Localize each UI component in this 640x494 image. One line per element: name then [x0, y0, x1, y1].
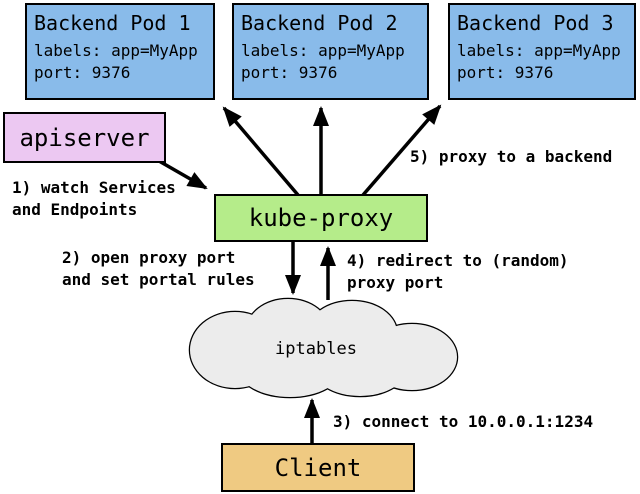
- arrow-kube-proxy-to-pod-3: [361, 104, 442, 197]
- kube-proxy-label: kube-proxy: [248, 204, 394, 232]
- iptables-label: iptables: [275, 339, 357, 359]
- arrow-apiserver-to-kube-proxy: [158, 159, 208, 190]
- apiserver-label: apiserver: [19, 123, 150, 152]
- cloud-lobe-fill: [238, 339, 342, 397]
- arrow-kube-proxy-to-pod-1: [222, 106, 300, 197]
- step-4-label: 4) redirect to (random) proxy port: [347, 250, 569, 294]
- backend-pod-3-title: Backend Pod 3: [457, 11, 614, 35]
- step-2-label: 2) open proxy port and set portal rules: [62, 247, 255, 291]
- kube-proxy-box: kube-proxy: [214, 194, 428, 242]
- cloud-lobe-fill: [312, 336, 408, 396]
- backend-pod-3-port: port: 9376: [457, 63, 554, 82]
- backend-pod-1-title: Backend Pod 1: [34, 11, 191, 35]
- step-5-label: 5) proxy to a backend: [410, 147, 613, 166]
- step-4-line-1: 4) redirect to (random): [347, 251, 569, 270]
- backend-pod-3-box: Backend Pod 3 labels: app=MyApp port: 93…: [448, 3, 636, 100]
- arrows: [158, 104, 442, 443]
- client-label: Client: [274, 453, 362, 482]
- step-2-line-2: and set portal rules: [62, 270, 255, 289]
- backend-pod-2-box: Backend Pod 2 labels: app=MyApp port: 93…: [232, 3, 429, 100]
- backend-pod-1-labels: labels: app=MyApp: [34, 41, 198, 60]
- backend-pod-2-port: port: 9376: [241, 63, 338, 82]
- backend-pod-2-title: Backend Pod 2: [241, 11, 398, 35]
- backend-pod-1-box: Backend Pod 1 labels: app=MyApp port: 93…: [25, 3, 215, 100]
- step-1-line-2: and Endpoints: [12, 200, 138, 219]
- client-box: Client: [221, 443, 415, 492]
- step-1-label: 1) watch Services and Endpoints: [12, 177, 176, 221]
- step-1-line-1: 1) watch Services: [12, 178, 176, 197]
- iptables-cloud-fill: [190, 299, 457, 397]
- backend-pod-1-port: port: 9376: [34, 63, 131, 82]
- step-3-label: 3) connect to 10.0.0.1:1234: [333, 412, 594, 431]
- step-4-line-2: proxy port: [347, 273, 444, 292]
- apiserver-box: apiserver: [3, 112, 166, 163]
- backend-pod-3-labels: labels: app=MyApp: [457, 41, 621, 60]
- backend-pod-2-labels: labels: app=MyApp: [241, 41, 405, 60]
- step-2-line-1: 2) open proxy port: [62, 248, 236, 267]
